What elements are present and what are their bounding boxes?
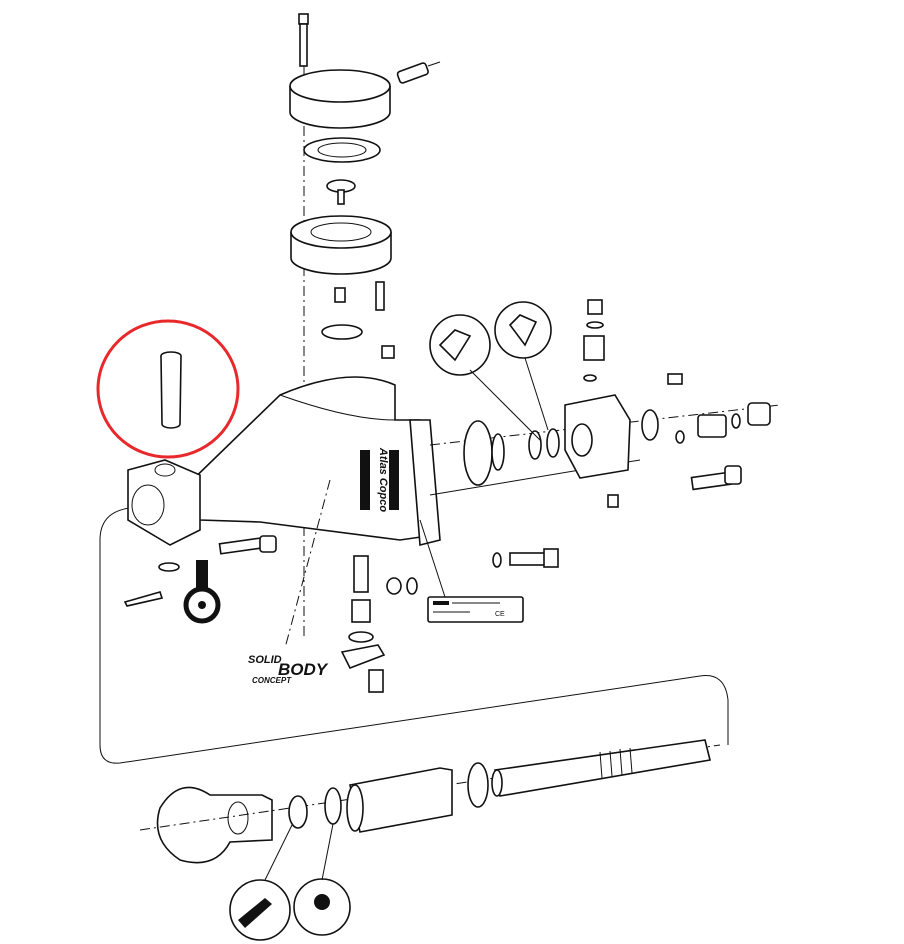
sleeve xyxy=(346,767,453,833)
ring xyxy=(406,577,418,595)
tag-target xyxy=(183,560,221,624)
handle xyxy=(156,786,273,864)
seal-detail-bottom-left xyxy=(229,879,291,941)
washer xyxy=(158,562,180,572)
seal-detail-bottom-right xyxy=(293,878,351,936)
bushing xyxy=(288,795,308,829)
o-ring-lower xyxy=(324,787,342,825)
valve-poppet xyxy=(326,179,356,205)
right-bolt xyxy=(690,465,742,491)
top-cap xyxy=(289,69,391,129)
top-bolt xyxy=(298,13,309,640)
svg-text:CE: CE xyxy=(495,611,505,618)
svg-text:Atlas Copco: Atlas Copco xyxy=(377,447,389,512)
body-label: BODY xyxy=(278,660,328,679)
cylinder-head xyxy=(564,394,631,479)
nipple-fitting xyxy=(381,345,395,359)
body-bolt xyxy=(492,548,559,568)
seal-detail-right xyxy=(494,301,552,359)
spring-pin xyxy=(375,281,385,311)
hose-fitting xyxy=(697,402,771,438)
main-body xyxy=(127,376,441,547)
nameplate: CE xyxy=(427,596,524,623)
highlight-circle xyxy=(96,319,240,459)
highlighted-pin xyxy=(96,319,240,459)
o-ring-top xyxy=(321,324,363,340)
top-fittings xyxy=(583,299,605,382)
small-ring xyxy=(675,430,685,444)
lower-valve-stack xyxy=(340,555,386,693)
concept-label: CONCEPT xyxy=(252,676,292,685)
o-ring-rod xyxy=(467,762,489,808)
piston-rod xyxy=(491,739,711,797)
seal-detail-left xyxy=(429,314,491,376)
side-bolt xyxy=(218,535,277,555)
nut xyxy=(386,577,402,595)
elbow-fitting xyxy=(667,373,683,385)
assembly-outline xyxy=(99,507,729,764)
atlas-copco-logo: Atlas Copco xyxy=(360,447,399,512)
air-fitting xyxy=(396,61,441,84)
plug xyxy=(607,494,619,508)
small-plug xyxy=(334,287,346,303)
solid-label: SOLID xyxy=(248,654,282,666)
cylinder-seals xyxy=(463,420,560,486)
diaphragm xyxy=(303,137,381,163)
cotter-pin xyxy=(123,591,164,607)
o-ring-right xyxy=(641,409,659,441)
valve-housing xyxy=(290,215,392,275)
